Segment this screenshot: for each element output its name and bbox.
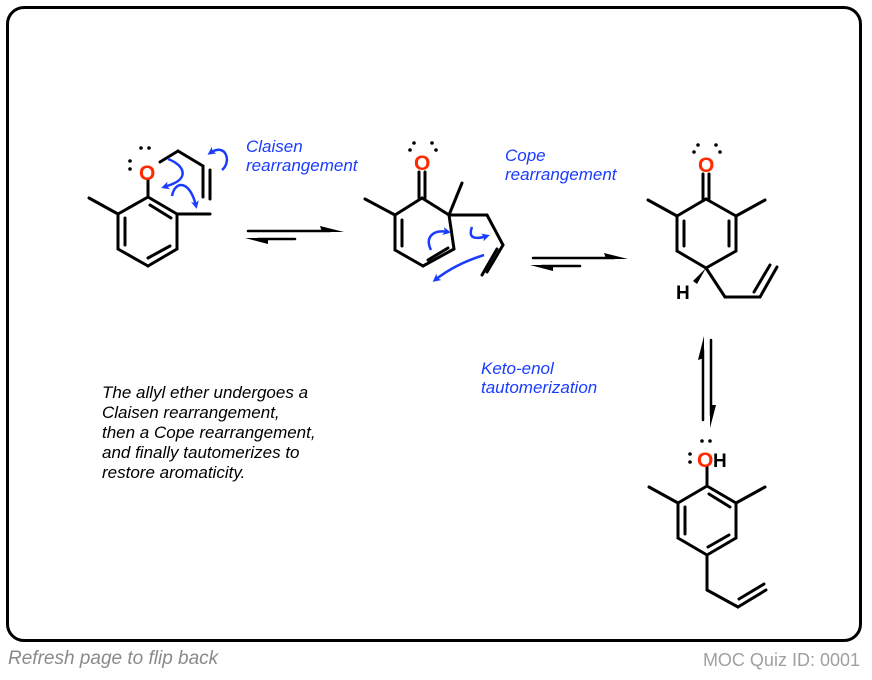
description-line: Claisen rearrangement, — [102, 403, 280, 422]
curved-arrow-6 — [432, 253, 485, 282]
description-line: and finally tautomerizes to — [102, 443, 300, 462]
atom-labels: O O O O H H — [139, 152, 727, 472]
description-line: The allyl ether undergoes a — [102, 383, 309, 402]
methine-hydrogen: H — [676, 283, 690, 304]
lone-pairs — [128, 141, 722, 464]
description-line: restore aromaticity. — [102, 463, 246, 482]
label-keto-enol-line2: tautomerization — [481, 378, 598, 397]
label-cope-line1: Cope — [505, 146, 546, 165]
equilibrium-arrow-2 — [530, 253, 628, 271]
label-keto-enol-line1: Keto-enol — [481, 359, 554, 378]
equilibrium-arrow-3 — [698, 336, 716, 428]
hydroxyl-hydrogen: H — [713, 451, 727, 472]
molecule-allyl-aryl-ether — [87, 149, 212, 268]
oxygen-atom-1: O — [139, 162, 155, 185]
description-text: The allyl ether undergoes a Claisen rear… — [102, 383, 316, 483]
curved-arrow-1 — [161, 157, 184, 190]
description-line: then a Cope rearrangement, — [102, 423, 316, 442]
stereo-hash-bond — [693, 268, 706, 284]
molecule-cyclohexadienone — [646, 172, 779, 299]
equilibrium-arrow-1 — [245, 226, 344, 244]
oxygen-atom-3: O — [698, 154, 714, 177]
oxygen-atom-4: O — [697, 449, 713, 472]
molecule-dienone-intermediate — [363, 170, 505, 277]
label-claisen-line1: Claisen — [246, 137, 303, 156]
molecule-allyl-phenol — [647, 464, 768, 609]
flashcard — [6, 6, 862, 642]
label-claisen-line2: rearrangement — [246, 156, 358, 175]
oxygen-atom-2: O — [414, 152, 430, 175]
label-keto-enol: Keto-enol tautomerization — [481, 359, 597, 397]
label-claisen: Claisen rearrangement — [246, 137, 358, 175]
electron-push-arrows — [161, 146, 490, 282]
curved-arrow-4 — [427, 227, 451, 251]
curved-arrow-3 — [207, 146, 229, 171]
quiz-id: MOC Quiz ID: 0001 — [702, 650, 860, 670]
curved-arrow-5 — [469, 226, 490, 242]
label-cope-line2: rearrangement — [505, 165, 617, 184]
curved-arrow-2 — [170, 184, 199, 209]
refresh-hint[interactable]: Refresh page to flip back — [8, 648, 219, 669]
label-cope: Cope rearrangement — [505, 146, 617, 184]
